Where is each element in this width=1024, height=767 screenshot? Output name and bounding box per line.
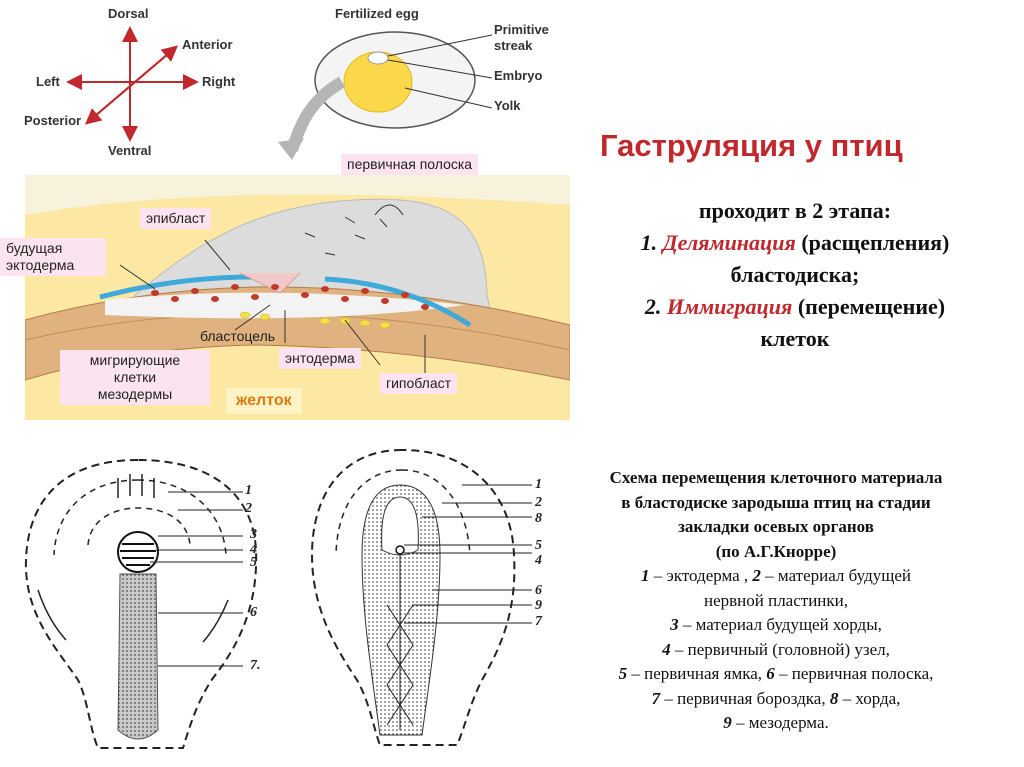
legend-line-6: 7 – первичная бороздка, 8 – хорда, [560, 687, 992, 712]
legend-text-7: – первичная бороздка, [660, 688, 830, 708]
label-yolk: желток [226, 388, 302, 414]
label-primary-streak: первичная полоска [341, 154, 479, 175]
legend-num-7: 7 [651, 688, 661, 708]
label-hypoblast: гипобласт [380, 373, 458, 394]
intro-rest1: (расщепления) [801, 230, 950, 255]
right-num-4: 4 [535, 553, 542, 568]
label-future-ectoderm-line1: будущая [6, 240, 63, 256]
axis-right: Right [202, 74, 236, 89]
left-num-5: 5 [250, 555, 257, 570]
legend-num-9: 9 [723, 713, 732, 732]
blastoderm-section-diagram [25, 175, 570, 420]
legend-line-7: 9 – мезодерма. [560, 711, 992, 736]
right-num-9: 9 [535, 598, 542, 613]
intro-line5: клеток [760, 326, 830, 351]
scheme-heading-4: (по А.Г.Кнорре) [715, 541, 837, 561]
right-num-1: 1 [535, 477, 542, 492]
legend-text-3: – материал будущей хорды, [678, 615, 882, 634]
scheme-caption: Схема перемещения клеточного материала в… [560, 466, 992, 736]
intro-text: проходит в 2 этапа: 1. Деляминация (расщ… [590, 195, 1000, 355]
fertilized-egg-diagram [278, 31, 493, 160]
right-num-7: 7 [535, 614, 542, 629]
intro-rest2: (перемещение) [797, 294, 946, 319]
intro-num1: 1. [640, 230, 658, 255]
legend-num-8: 8 [829, 688, 839, 708]
legend-num-3: 3 [670, 615, 679, 634]
intro-line2: 1. Деляминация (расщепления) [590, 227, 1000, 259]
legend-line-3: 3 – материал будущей хорды, [560, 613, 992, 638]
legend-line-2: нервной пластинки, [703, 590, 849, 610]
scheme-heading-3: закладки осевых органов [678, 517, 874, 536]
legend-text-8: – хорда, [838, 688, 901, 708]
egg-label-yolk: Yolk [494, 98, 521, 113]
axis-ventral: Ventral [108, 143, 152, 158]
legend-text-2: – материал будущей [760, 566, 911, 585]
label-future-ectoderm-line2: эктодерма [6, 257, 75, 273]
legend-num-4: 4 [662, 639, 671, 659]
egg-label-fertilized: Fertilized egg [335, 6, 419, 21]
left-num-3: 3 [250, 527, 257, 542]
right-num-5: 5 [535, 538, 542, 553]
egg-label-embryo: Embryo [494, 68, 543, 83]
right-num-8: 8 [535, 511, 542, 526]
left-num-7: 7. [250, 658, 261, 673]
legend-text-6: – первичная полоска, [774, 664, 934, 683]
egg-label-primitive: Primitive [494, 22, 549, 37]
right-num-2: 2 [535, 495, 542, 510]
page-title: Гаструляция у птиц [600, 128, 903, 163]
scheme-heading-2: в бластодиске зародыша птиц на стадии [621, 492, 931, 512]
axis-left: Left [36, 74, 60, 89]
scheme-right-diagram [310, 448, 532, 746]
scheme-left-diagram [24, 458, 258, 749]
legend-num-2: 2 [752, 566, 761, 585]
legend-line-4: 4 – первичный (головной) узел, [560, 638, 992, 663]
label-epiblast: эпибласт [140, 208, 212, 229]
legend-text-4: – первичный (головной) узел, [670, 639, 890, 659]
intro-line4: 2. Иммиграция (перемещение) [590, 291, 1000, 323]
label-endoderm: энтодерма [279, 348, 361, 369]
right-num-6: 6 [535, 583, 542, 598]
intro-term-delamination: Деляминация [662, 230, 796, 255]
intro-line3: бластодиска; [730, 262, 860, 287]
left-num-4: 4 [250, 542, 257, 557]
legend-line-5: 5 – первичная ямка, 6 – первичная полоск… [560, 662, 992, 687]
left-num-2: 2 [245, 501, 252, 516]
legend-line-1: 1 – эктодерма , 2 – материал будущей [560, 564, 992, 589]
label-migrating-line2: клетки [113, 369, 157, 385]
egg-label-streak: streak [494, 38, 533, 53]
intro-line1: проходит в 2 этапа: [698, 198, 892, 223]
legend-num-5: 5 [618, 664, 628, 683]
axis-posterior: Posterior [24, 113, 82, 128]
legend-num-6: 6 [766, 664, 775, 683]
left-num-1: 1 [245, 483, 252, 498]
axis-anterior: Anterior [182, 37, 233, 52]
left-num-6: 6 [250, 605, 257, 620]
label-migrating-mesoderm: мигрирующие клетки мезодермы [60, 350, 210, 405]
legend-text-9: – мезодерма. [731, 713, 829, 732]
label-future-ectoderm: будущая эктодерма [0, 238, 106, 276]
legend-num-1: 1 [641, 566, 650, 585]
label-blastocoel: бластоцель [200, 328, 276, 344]
legend-text-5: – первичная ямка, [627, 664, 767, 683]
intro-term-immigration: Иммиграция [666, 294, 793, 319]
label-migrating-line1: мигрирующие [89, 352, 181, 368]
intro-num2: 2. [644, 294, 662, 319]
body-axes-diagram [66, 26, 199, 142]
legend-text-1: – эктодерма , [649, 566, 753, 585]
scheme-heading-1: Схема перемещения клеточного материала [609, 468, 943, 487]
label-migrating-line3: мезодермы [97, 386, 173, 402]
axis-dorsal: Dorsal [108, 6, 149, 21]
